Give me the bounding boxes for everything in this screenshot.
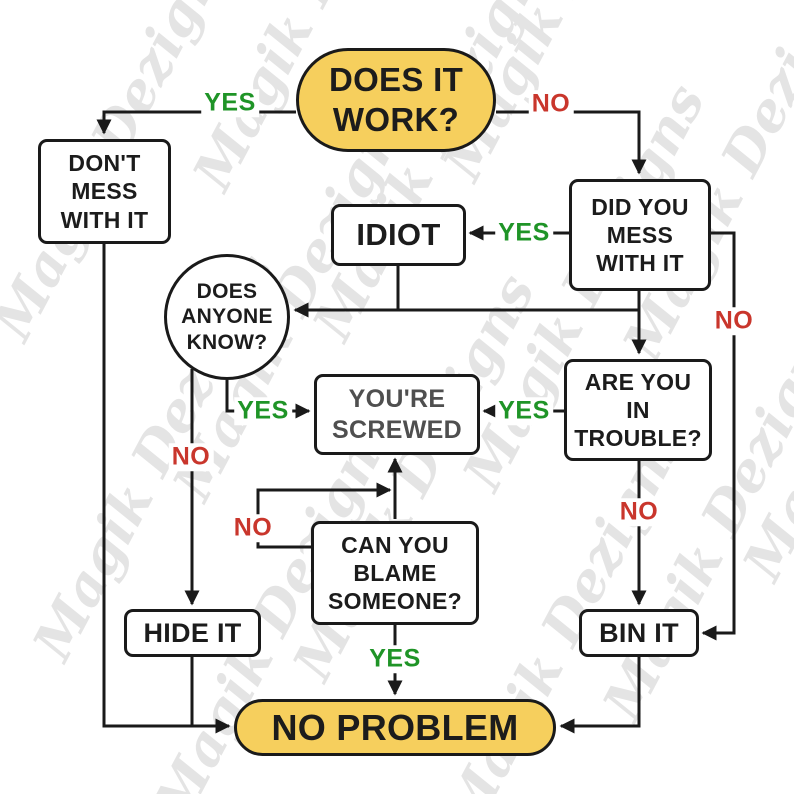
node-did-you-mess-with-it: DID YOU MESS WITH IT bbox=[569, 179, 711, 291]
edge-label-yes-work-dontmess: YES bbox=[201, 89, 259, 117]
edge-label-no-mess-binit: NO bbox=[711, 307, 757, 335]
edge-label-yes-know-screwed: YES bbox=[234, 397, 292, 425]
node-hide-it: HIDE IT bbox=[124, 609, 261, 657]
edge-label-no-work-didyoumess: NO bbox=[528, 90, 574, 118]
node-does-it-work: DOES IT WORK? bbox=[296, 48, 496, 152]
node-idiot: IDIOT bbox=[331, 204, 466, 266]
node-can-you-blame-someone: CAN YOU BLAME SOMEONE? bbox=[311, 521, 479, 625]
edge-label-yes-mess-idiot: YES bbox=[495, 219, 553, 247]
edge-label-yes-blame-noproblem: YES bbox=[366, 645, 424, 673]
edge-label-no-trouble-binit: NO bbox=[616, 498, 662, 526]
node-are-you-in-trouble: ARE YOU IN TROUBLE? bbox=[564, 359, 712, 461]
node-bin-it: BIN IT bbox=[579, 609, 699, 657]
edge-label-no-blame-loop: NO bbox=[230, 514, 276, 542]
edge-label-no-know-hideit: NO bbox=[168, 443, 214, 471]
node-dont-mess-with-it: DON'T MESS WITH IT bbox=[38, 139, 171, 244]
node-youre-screwed: YOU'RE SCREWED bbox=[314, 374, 480, 455]
edge-label-yes-trouble-screwed: YES bbox=[495, 397, 553, 425]
node-does-anyone-know: DOES ANYONE KNOW? bbox=[164, 254, 290, 380]
node-no-problem: NO PROBLEM bbox=[234, 699, 556, 756]
